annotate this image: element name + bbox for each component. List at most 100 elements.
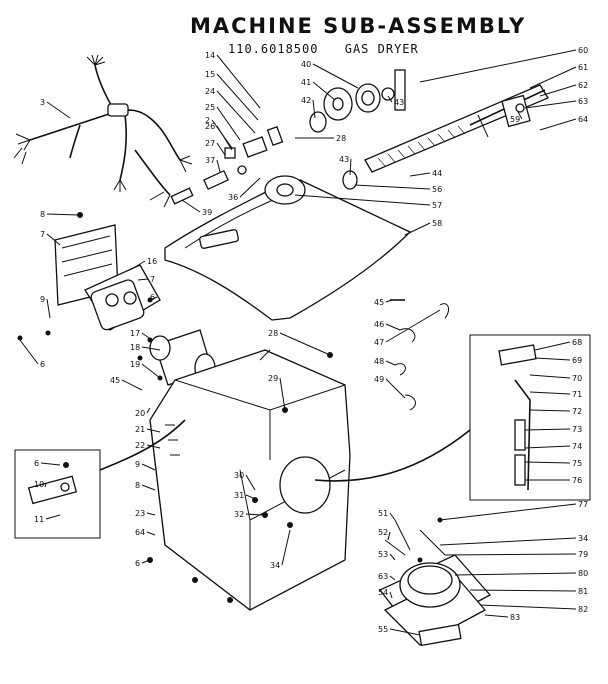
callout-c29: 29 <box>268 374 278 383</box>
callout-c3: 3 <box>40 98 45 107</box>
leader-line-c31 <box>245 494 259 501</box>
leader-line-c6c <box>40 462 61 466</box>
leader-line-c61 <box>529 66 577 89</box>
leader-line-c75 <box>524 461 571 464</box>
callout-c81: 81 <box>578 587 588 596</box>
leader-line-c40 <box>312 63 359 89</box>
leader-line-c28b <box>279 332 331 356</box>
leader-line-c54 <box>389 591 393 599</box>
callout-c82: 82 <box>578 605 588 614</box>
leader-line-c44 <box>409 172 431 177</box>
leader-line-c63a <box>524 100 577 109</box>
leader-line-c21 <box>146 428 161 433</box>
callout-c48: 48 <box>374 357 384 366</box>
callout-c2: 2 <box>205 116 210 125</box>
leader-line-c3 <box>46 101 71 119</box>
callout-c76: 76 <box>572 476 582 485</box>
small-parts-group <box>390 299 450 411</box>
callout-c53: 53 <box>378 550 388 559</box>
blower-housing <box>84 264 161 331</box>
callout-c17: 17 <box>130 329 140 338</box>
callout-c80: 80 <box>578 569 588 578</box>
callout-c56: 56 <box>432 185 442 194</box>
callout-c45a: 45 <box>110 376 120 385</box>
callout-c34a: 34 <box>270 561 280 570</box>
leader-line-c74 <box>524 445 571 449</box>
leader-line-c6d <box>141 559 151 564</box>
callout-c6a: 6 <box>40 360 45 369</box>
leader-line-c63b <box>389 575 396 581</box>
callout-c70: 70 <box>572 374 582 383</box>
callout-c52: 52 <box>378 528 388 537</box>
leader-line-c15 <box>216 73 259 121</box>
leader-line-c56 <box>354 184 431 190</box>
leader-line-c60 <box>419 49 577 83</box>
callout-c7a: 7 <box>40 230 45 239</box>
leader-line-c71 <box>529 391 571 395</box>
callout-c28b: 28 <box>268 329 278 338</box>
callout-c64a: 64 <box>578 115 588 124</box>
callout-c72: 72 <box>572 407 582 416</box>
leader-line-c29 <box>279 377 286 411</box>
leader-line-c36 <box>239 177 261 198</box>
leader-line-c25 <box>216 106 241 141</box>
callout-c39: 39 <box>202 208 212 217</box>
leader-line-c34b <box>439 537 577 546</box>
leader-line-c77 <box>439 503 577 521</box>
leader-line-c64b <box>146 531 156 536</box>
leader-line-c62 <box>539 84 577 97</box>
diagram-subtitle: 110.6018500 GAS DRYER <box>228 42 437 56</box>
callout-c36: 36 <box>228 193 238 202</box>
detail-box-right <box>314 334 591 501</box>
callout-c43a: 43 <box>394 98 404 107</box>
callout-c43b: 43 <box>339 155 349 164</box>
callout-c15: 15 <box>205 70 215 79</box>
leader-line-c8a <box>46 213 79 216</box>
control-panel-console <box>364 69 549 173</box>
callout-c8a: 8 <box>40 210 45 219</box>
leader-line-c22 <box>146 444 161 449</box>
diagram-title: MACHINE SUB-ASSEMBLY <box>190 14 527 38</box>
callout-c54: 54 <box>378 588 388 597</box>
leader-line-c10 <box>44 483 47 488</box>
leader-line-c11 <box>45 514 61 520</box>
callout-c71: 71 <box>572 390 582 399</box>
callout-c23: 23 <box>135 509 145 518</box>
leader-line-c39 <box>181 199 201 213</box>
leader-line-c32 <box>245 513 263 516</box>
callout-c57: 57 <box>432 201 442 210</box>
callout-c44: 44 <box>432 169 442 178</box>
leader-line-c24 <box>216 90 256 134</box>
leader-line-c47 <box>385 309 441 343</box>
callout-c63a: 63 <box>578 97 588 106</box>
callout-c47: 47 <box>374 338 384 347</box>
callout-c37: 37 <box>205 156 215 165</box>
callout-c75: 75 <box>572 459 582 468</box>
callout-c55: 55 <box>378 625 388 634</box>
callout-c69: 69 <box>572 356 582 365</box>
leader-line-c45b <box>385 299 393 303</box>
leader-line-c79 <box>444 553 577 556</box>
leader-line-c51 <box>389 512 396 521</box>
leader-line-c30 <box>245 474 256 491</box>
callout-c62: 62 <box>578 81 588 90</box>
callout-c21: 21 <box>135 425 145 434</box>
wiring-harness <box>13 54 193 208</box>
leader-line-c26 <box>216 125 233 151</box>
leader-line-c64a <box>539 118 577 131</box>
callout-c9b: 9 <box>135 460 140 469</box>
callout-c59: 59 <box>510 115 520 124</box>
callout-c14: 14 <box>205 51 215 60</box>
leader-line-c8b <box>141 484 156 491</box>
leader-line-c9a <box>46 298 51 319</box>
callout-c74: 74 <box>572 442 582 451</box>
callout-c16: 16 <box>147 257 157 266</box>
callout-c8b: 8 <box>135 481 140 490</box>
leader-line-c70 <box>529 374 571 379</box>
model-number: 110.6018500 <box>228 42 319 56</box>
callout-c49: 49 <box>374 375 384 384</box>
detail-box-left <box>14 419 186 539</box>
callout-c11: 11 <box>34 515 44 524</box>
